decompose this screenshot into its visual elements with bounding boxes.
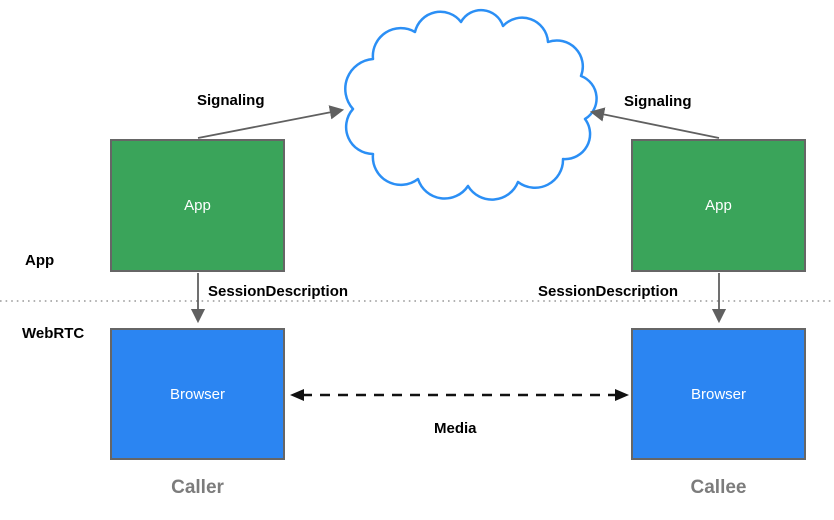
layer-label-app: App	[25, 252, 55, 269]
browser-box-callee: Browser	[631, 328, 806, 460]
app-box-callee: App	[631, 139, 806, 272]
browser-box-caller-label: Browser	[169, 385, 225, 403]
media-arrowhead-right	[615, 389, 629, 401]
signaling-arrow-right	[589, 107, 720, 139]
caller-caption: Caller	[171, 477, 224, 498]
browser-box-caller: Browser	[110, 328, 285, 460]
signaling-label-right: Signaling	[624, 93, 692, 110]
signaling-label-left: Signaling	[197, 92, 265, 109]
session-description-label-left: SessionDescription	[208, 283, 349, 300]
session-description-label-right: SessionDescription	[538, 283, 679, 300]
browser-box-callee-label: Browser	[690, 385, 746, 403]
app-box-callee-label: App	[705, 197, 732, 214]
callee-caption: Callee	[690, 477, 747, 498]
layer-label-webrtc: WebRTC	[22, 325, 85, 342]
media-label: Media	[434, 420, 477, 437]
app-box-caller-label: App	[184, 197, 211, 214]
app-box-caller: App	[110, 139, 285, 272]
signaling-arrow-left	[197, 105, 345, 139]
media-arrowhead-left	[290, 389, 304, 401]
signaling-cloud-icon	[344, 8, 598, 201]
